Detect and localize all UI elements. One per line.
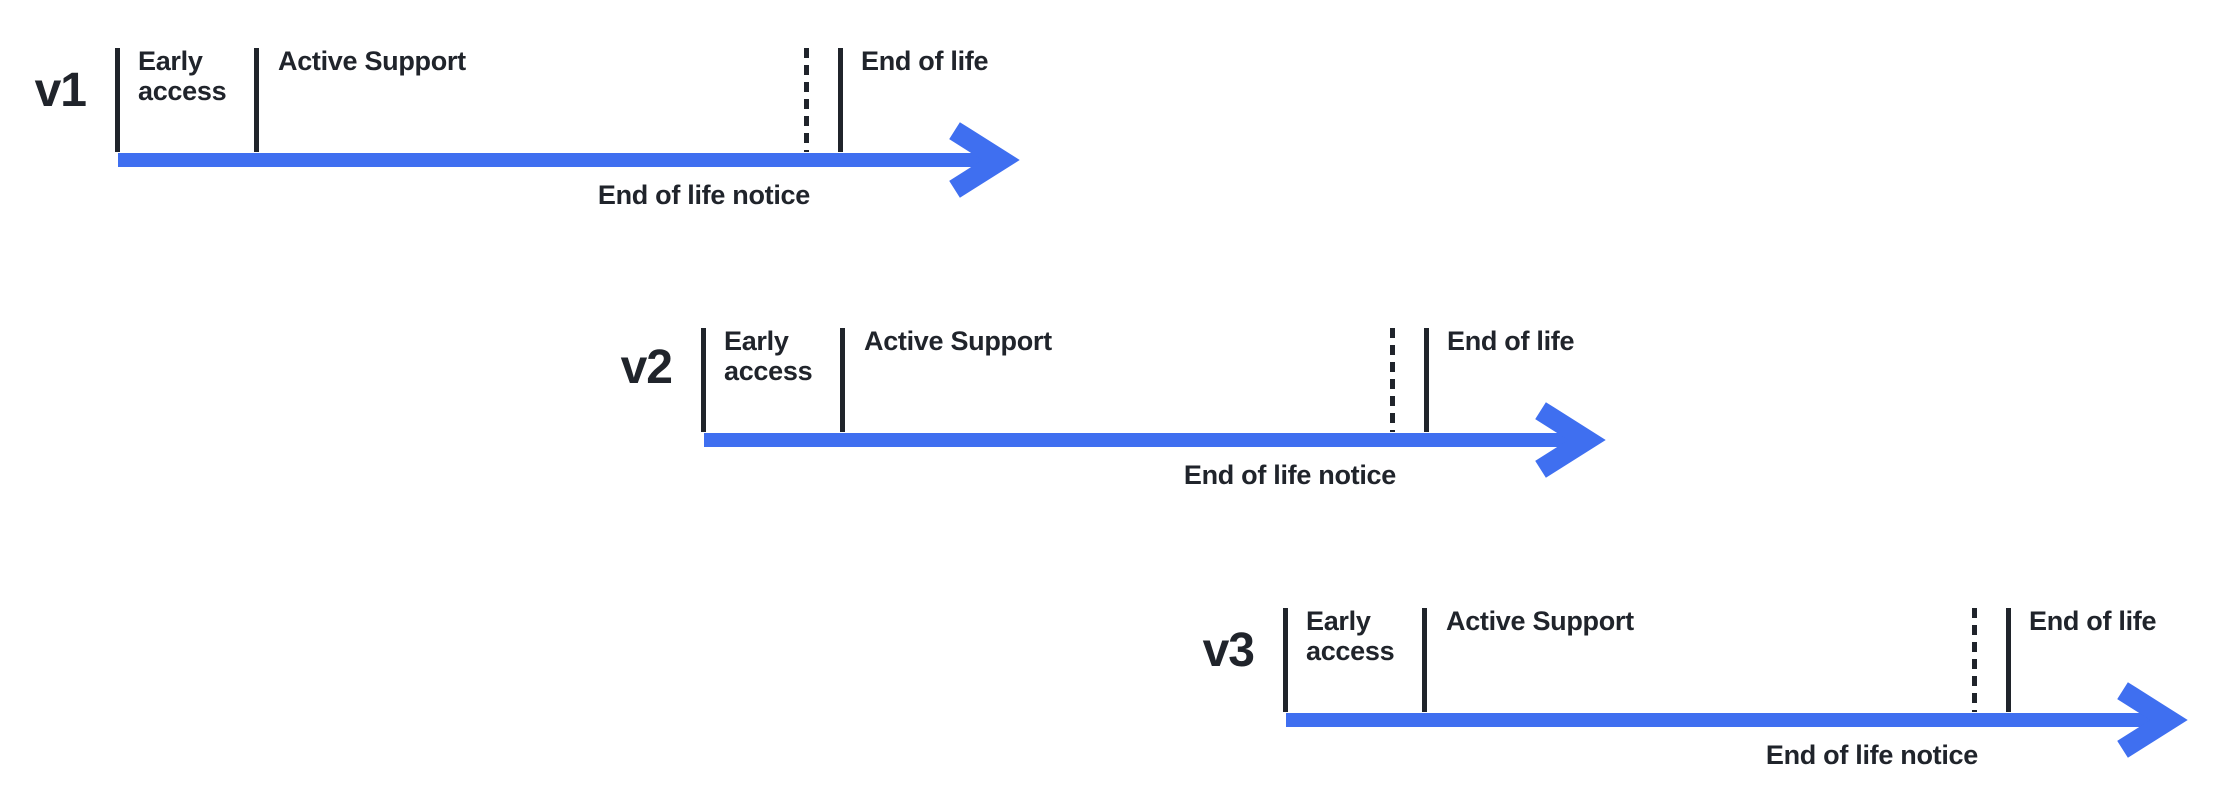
phase-label-early-access: Early access [138,46,227,106]
tick-release-start [701,328,706,432]
tick-release-start [115,48,120,152]
arrowhead-icon [949,122,1020,198]
tick-early-access-end [254,48,259,152]
phase-label-end-of-life: End of life [1447,326,1575,356]
phase-label-end-of-life-notice: End of life notice [1183,460,1396,490]
tick-release-start [1283,608,1288,712]
tick-end-of-life [2006,608,2011,712]
tick-end-of-life [838,48,843,152]
version-label: v2 [620,341,673,394]
tick-early-access-end [1422,608,1427,712]
timeline-arrow-shaft [704,433,1577,447]
tick-early-access-end [840,328,845,432]
phase-label-end-of-life: End of life [2029,606,2157,636]
phase-label-active-support: Active Support [864,326,1052,356]
timeline-arrow-shaft [118,153,991,167]
version-label: v1 [34,64,87,117]
phase-label-early-access: Early access [1306,606,1395,666]
phase-label-active-support: Active Support [1446,606,1634,636]
phase-label-end-of-life: End of life [861,46,989,76]
phase-label-active-support: Active Support [278,46,466,76]
tick-eol-notice-dashed [804,48,809,152]
phase-label-end-of-life-notice: End of life notice [597,180,810,210]
timeline-arrow-shaft [1286,713,2159,727]
arrowhead-icon [1535,402,1606,478]
phase-label-end-of-life-notice: End of life notice [1765,740,1978,770]
arrowhead-icon [2117,682,2188,758]
version-label: v3 [1202,624,1255,677]
phase-label-early-access: Early access [724,326,813,386]
tick-end-of-life [1424,328,1429,432]
tick-eol-notice-dashed [1390,328,1395,432]
tick-eol-notice-dashed [1972,608,1977,712]
